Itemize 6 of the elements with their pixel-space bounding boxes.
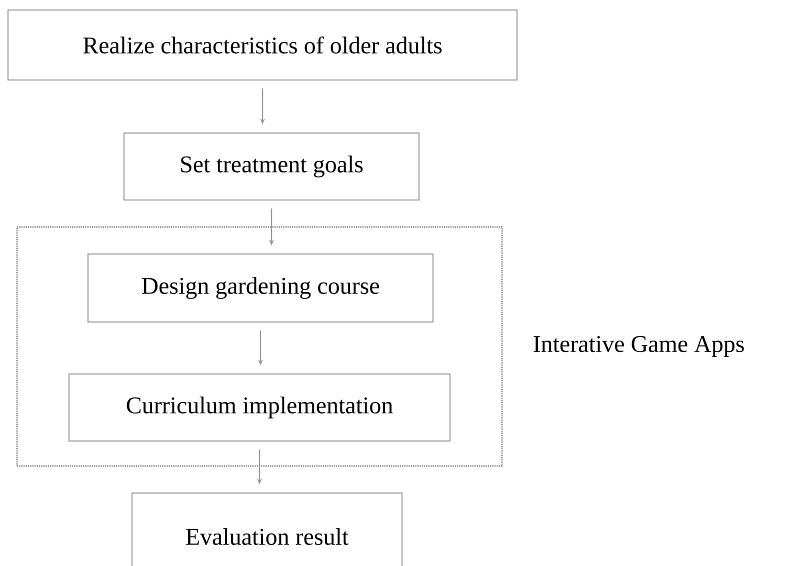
process-box: Evaluation result <box>132 492 402 566</box>
process-box: Design gardening course <box>88 254 434 322</box>
process-box: Realize characteristics of older adults <box>8 10 518 80</box>
node-label: Interative Game Apps <box>534 336 744 358</box>
process-box: Curriculum implementation <box>68 374 450 442</box>
process-box: Set treatment goals <box>124 132 420 200</box>
